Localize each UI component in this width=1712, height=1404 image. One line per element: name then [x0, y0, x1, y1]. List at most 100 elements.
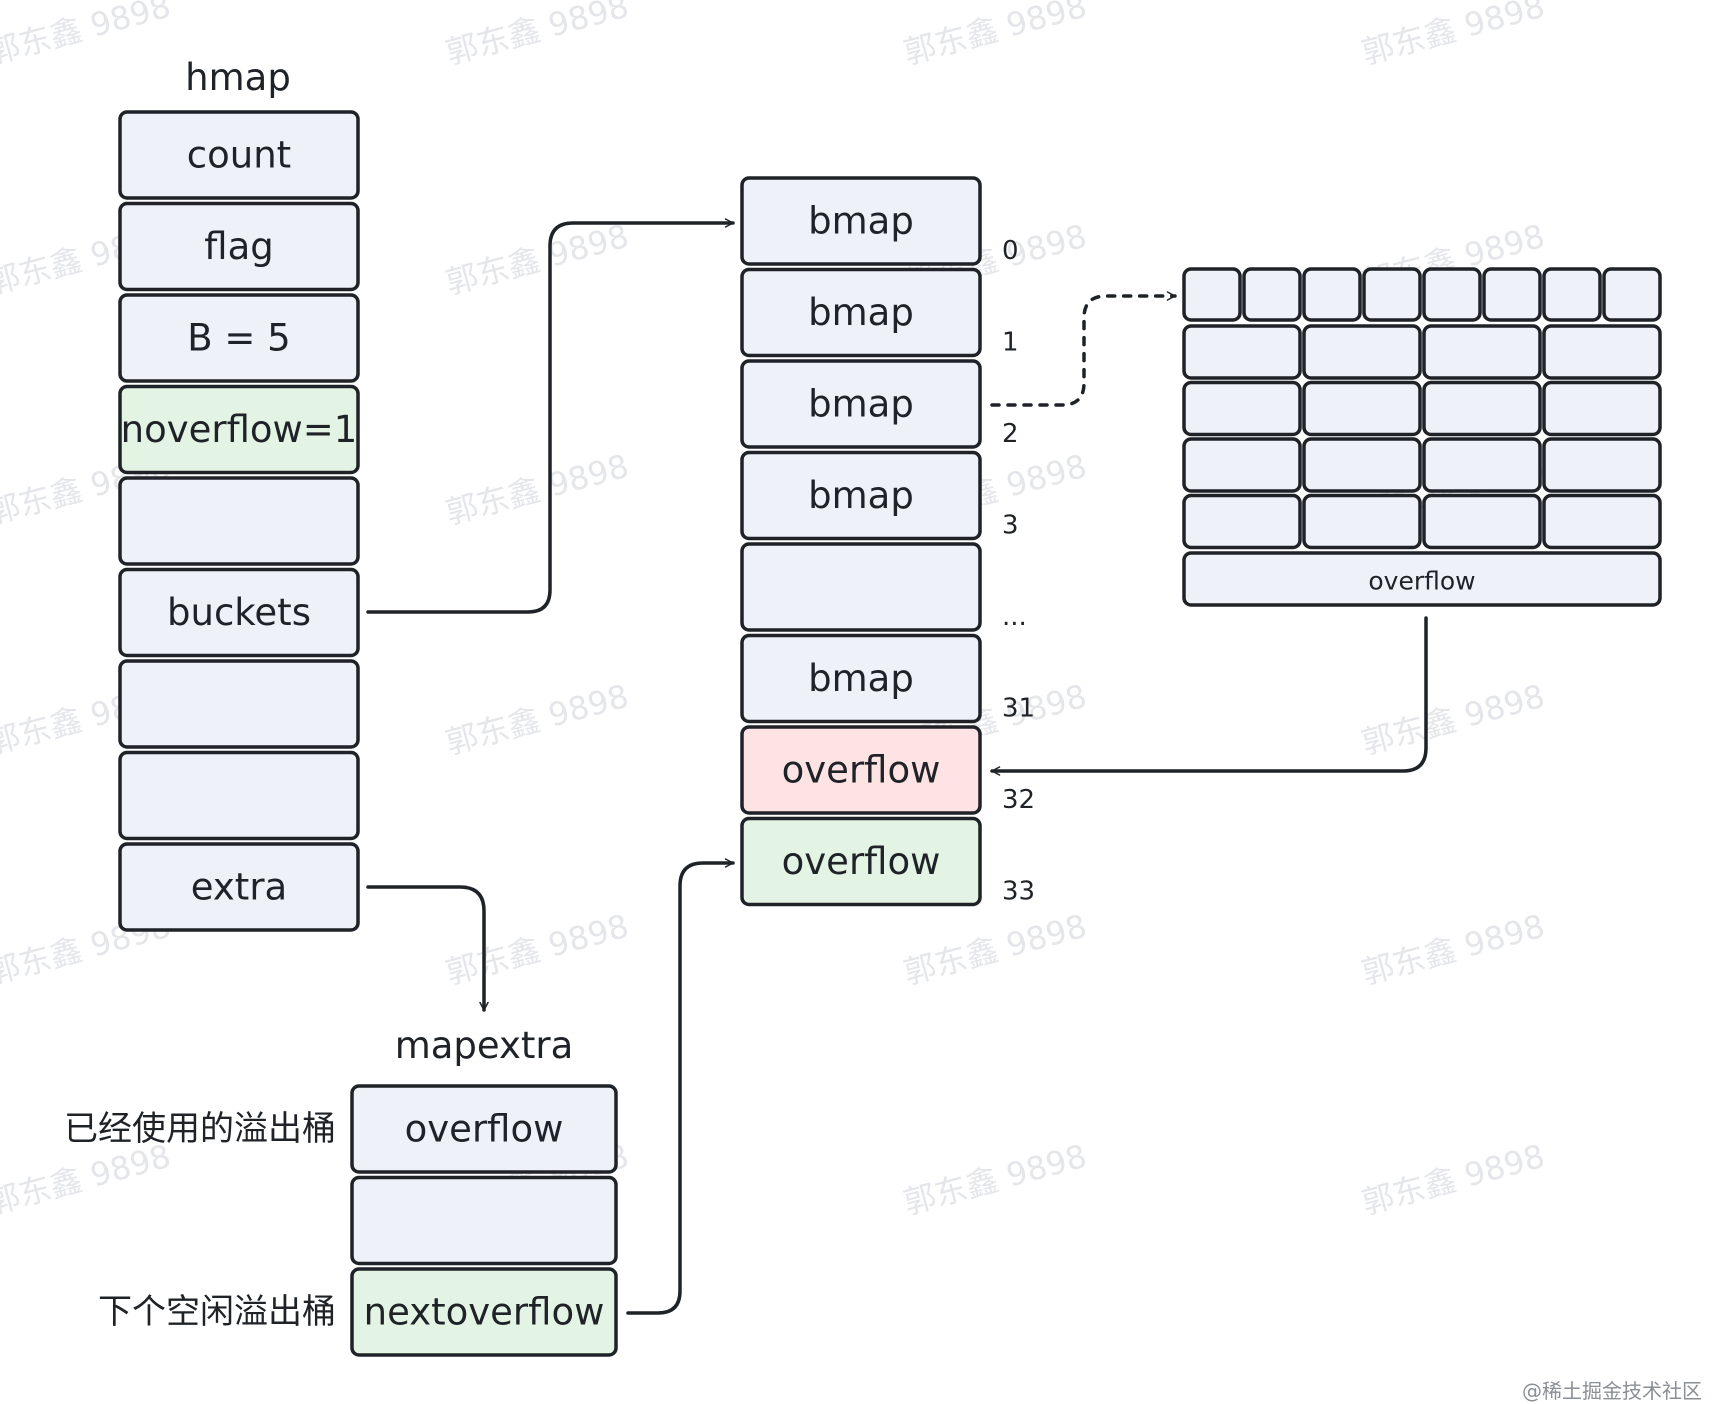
kv-slot [1302, 493, 1422, 550]
bucket-index-label: 31 [1002, 694, 1035, 724]
mapextra-side-label: 已经使用的溢出桶 [64, 1109, 336, 1149]
hmap-cell-count-box [118, 110, 360, 200]
bmap-detail: overflow [1182, 267, 1662, 607]
watermark-text: 郭东鑫 9898 [0, 1137, 175, 1222]
hmap-cell-empty-6-box [118, 659, 360, 749]
bucket-index-label: 32 [1002, 785, 1035, 815]
kv-slot [1542, 493, 1662, 550]
mapextra-struct: overflow 已经使用的溢出桶 nextoverflow 下个空闲溢出桶 [64, 1084, 618, 1357]
bucket-cell-6-label: overflow [782, 749, 941, 792]
hmap-title: hmap [185, 56, 291, 99]
mapextra-cell-overflow-box [350, 1084, 618, 1174]
bucket-index-label: 2 [1002, 419, 1019, 449]
bmap-detail-overflow-box [1182, 551, 1662, 607]
kv-slot [1302, 380, 1422, 437]
kv-slot [1182, 380, 1302, 437]
bucket-cell-2: bmap [740, 359, 982, 449]
bucket-cell-7: overflow [740, 816, 982, 907]
tophash-slot [1242, 267, 1302, 322]
buckets-array: bmap0bmap1bmap2bmap3...bmap31overflow32o… [740, 176, 1035, 907]
watermark-text: 郭东鑫 9898 [442, 677, 633, 762]
bucket-cell-5-box [740, 633, 982, 724]
bucket-cell-4-box [740, 542, 982, 632]
bucket-cell-6-box [740, 725, 982, 815]
hmap-cell-flag-box [118, 201, 360, 292]
mapextra-side-label: 下个空闲溢出桶 [98, 1292, 336, 1332]
hmap-cell-buckets-label: buckets [167, 591, 311, 634]
bucket-index-label: 1 [1002, 328, 1019, 358]
bmap2-to-detail-dotted-arrow [990, 291, 1177, 407]
bucket-cell-1: bmap [740, 267, 982, 358]
mapextra-cell-empty [350, 1175, 618, 1266]
bucket-cell-6: overflow [740, 725, 982, 815]
kv-slot [1422, 437, 1542, 493]
bucket-index-label: 33 [1002, 877, 1035, 907]
hmap-cell-extra-box [118, 842, 360, 932]
kv-slot [1422, 380, 1542, 437]
kv-slot [1542, 324, 1662, 380]
hmap-cell-flag: flag [118, 201, 360, 292]
hmap-cell-noverflow-1-box [118, 384, 360, 475]
bucket-cell-4 [740, 542, 982, 632]
hmap-cell-count-label: count [187, 134, 291, 177]
bmap-detail-overflow-label: overflow [1368, 567, 1475, 596]
hmap-cell-noverflow-1-label: noverflow=1 [121, 408, 358, 451]
mapextra-cell-overflow-label: overflow [405, 1108, 564, 1151]
hmap-cell-noverflow-1: noverflow=1 [118, 384, 360, 475]
mapextra-cell-overflow: overflow [350, 1084, 618, 1174]
kv-slot [1542, 380, 1662, 437]
bucket-cell-7-box [740, 816, 982, 907]
tophash-slot [1482, 267, 1542, 322]
tophash-slot [1422, 267, 1482, 322]
mapextra-cell-empty-box [350, 1175, 618, 1266]
bucket-cell-7-label: overflow [782, 840, 941, 883]
watermark-text: 郭东鑫 9898 [1358, 1137, 1549, 1222]
hmap-cell-empty-4 [118, 476, 360, 566]
nextoverflow-to-overflow33-arrow [626, 858, 735, 1315]
hmap-cell-buckets-box [118, 567, 360, 658]
watermark-text: 郭东鑫 9898 [1358, 907, 1549, 992]
bucket-index-label: ... [1002, 602, 1027, 632]
hmap-cell-flag-label: flag [204, 225, 273, 268]
bucket-index-label: 0 [1002, 236, 1019, 266]
hmap-cell-empty-6 [118, 659, 360, 749]
bucket-cell-2-box [740, 359, 982, 449]
hmap-cell-b-5: B = 5 [118, 293, 360, 383]
watermark-text: 郭东鑫 9898 [1358, 0, 1549, 72]
mapextra-cell-nextoverflow: nextoverflow [350, 1267, 618, 1357]
hmap-cell-extra: extra [118, 842, 360, 932]
bucket-cell-3-label: bmap [808, 474, 914, 517]
watermark-text: 郭东鑫 9898 [442, 0, 633, 72]
hmap-struct: count flag B = 5 noverflow=1 buckets extra [118, 110, 360, 932]
mapextra-cell-nextoverflow-box [350, 1267, 618, 1357]
mapextra-title: mapextra [395, 1024, 574, 1067]
mapextra-cell-nextoverflow-label: nextoverflow [364, 1291, 605, 1334]
watermark-text: 郭东鑫 9898 [900, 907, 1091, 992]
kv-slot [1182, 324, 1302, 380]
hmap-cell-empty-4-box [118, 476, 360, 566]
tophash-slot [1542, 267, 1602, 322]
footer-attribution: @稀土掘金技术社区 [1522, 1379, 1702, 1403]
hmap-cell-b-5-label: B = 5 [187, 317, 290, 360]
watermark-text: 郭东鑫 9898 [900, 1137, 1091, 1222]
kv-slot [1422, 324, 1542, 380]
bucket-cell-2-label: bmap [808, 383, 914, 426]
watermark-text: 郭东鑫 9898 [1358, 677, 1549, 762]
kv-slot [1182, 437, 1302, 493]
bucket-cell-5-label: bmap [808, 657, 914, 700]
bucket-index-label: 3 [1002, 511, 1019, 541]
hmap-cell-extra-label: extra [191, 866, 287, 909]
bucket-cell-0-box [740, 176, 982, 266]
bucket-cell-1-box [740, 267, 982, 358]
hmap-cell-buckets: buckets [118, 567, 360, 658]
kv-slot [1422, 493, 1542, 550]
kv-slot [1302, 324, 1422, 380]
watermark-text: 郭东鑫 9898 [900, 0, 1091, 72]
hmap-cell-empty-7 [118, 750, 360, 841]
hmap-cell-empty-7-box [118, 750, 360, 841]
watermark-text: 郭东鑫 9898 [442, 907, 633, 992]
bucket-cell-3: bmap [740, 450, 982, 541]
bucket-cell-5: bmap [740, 633, 982, 724]
tophash-slot [1602, 267, 1662, 322]
